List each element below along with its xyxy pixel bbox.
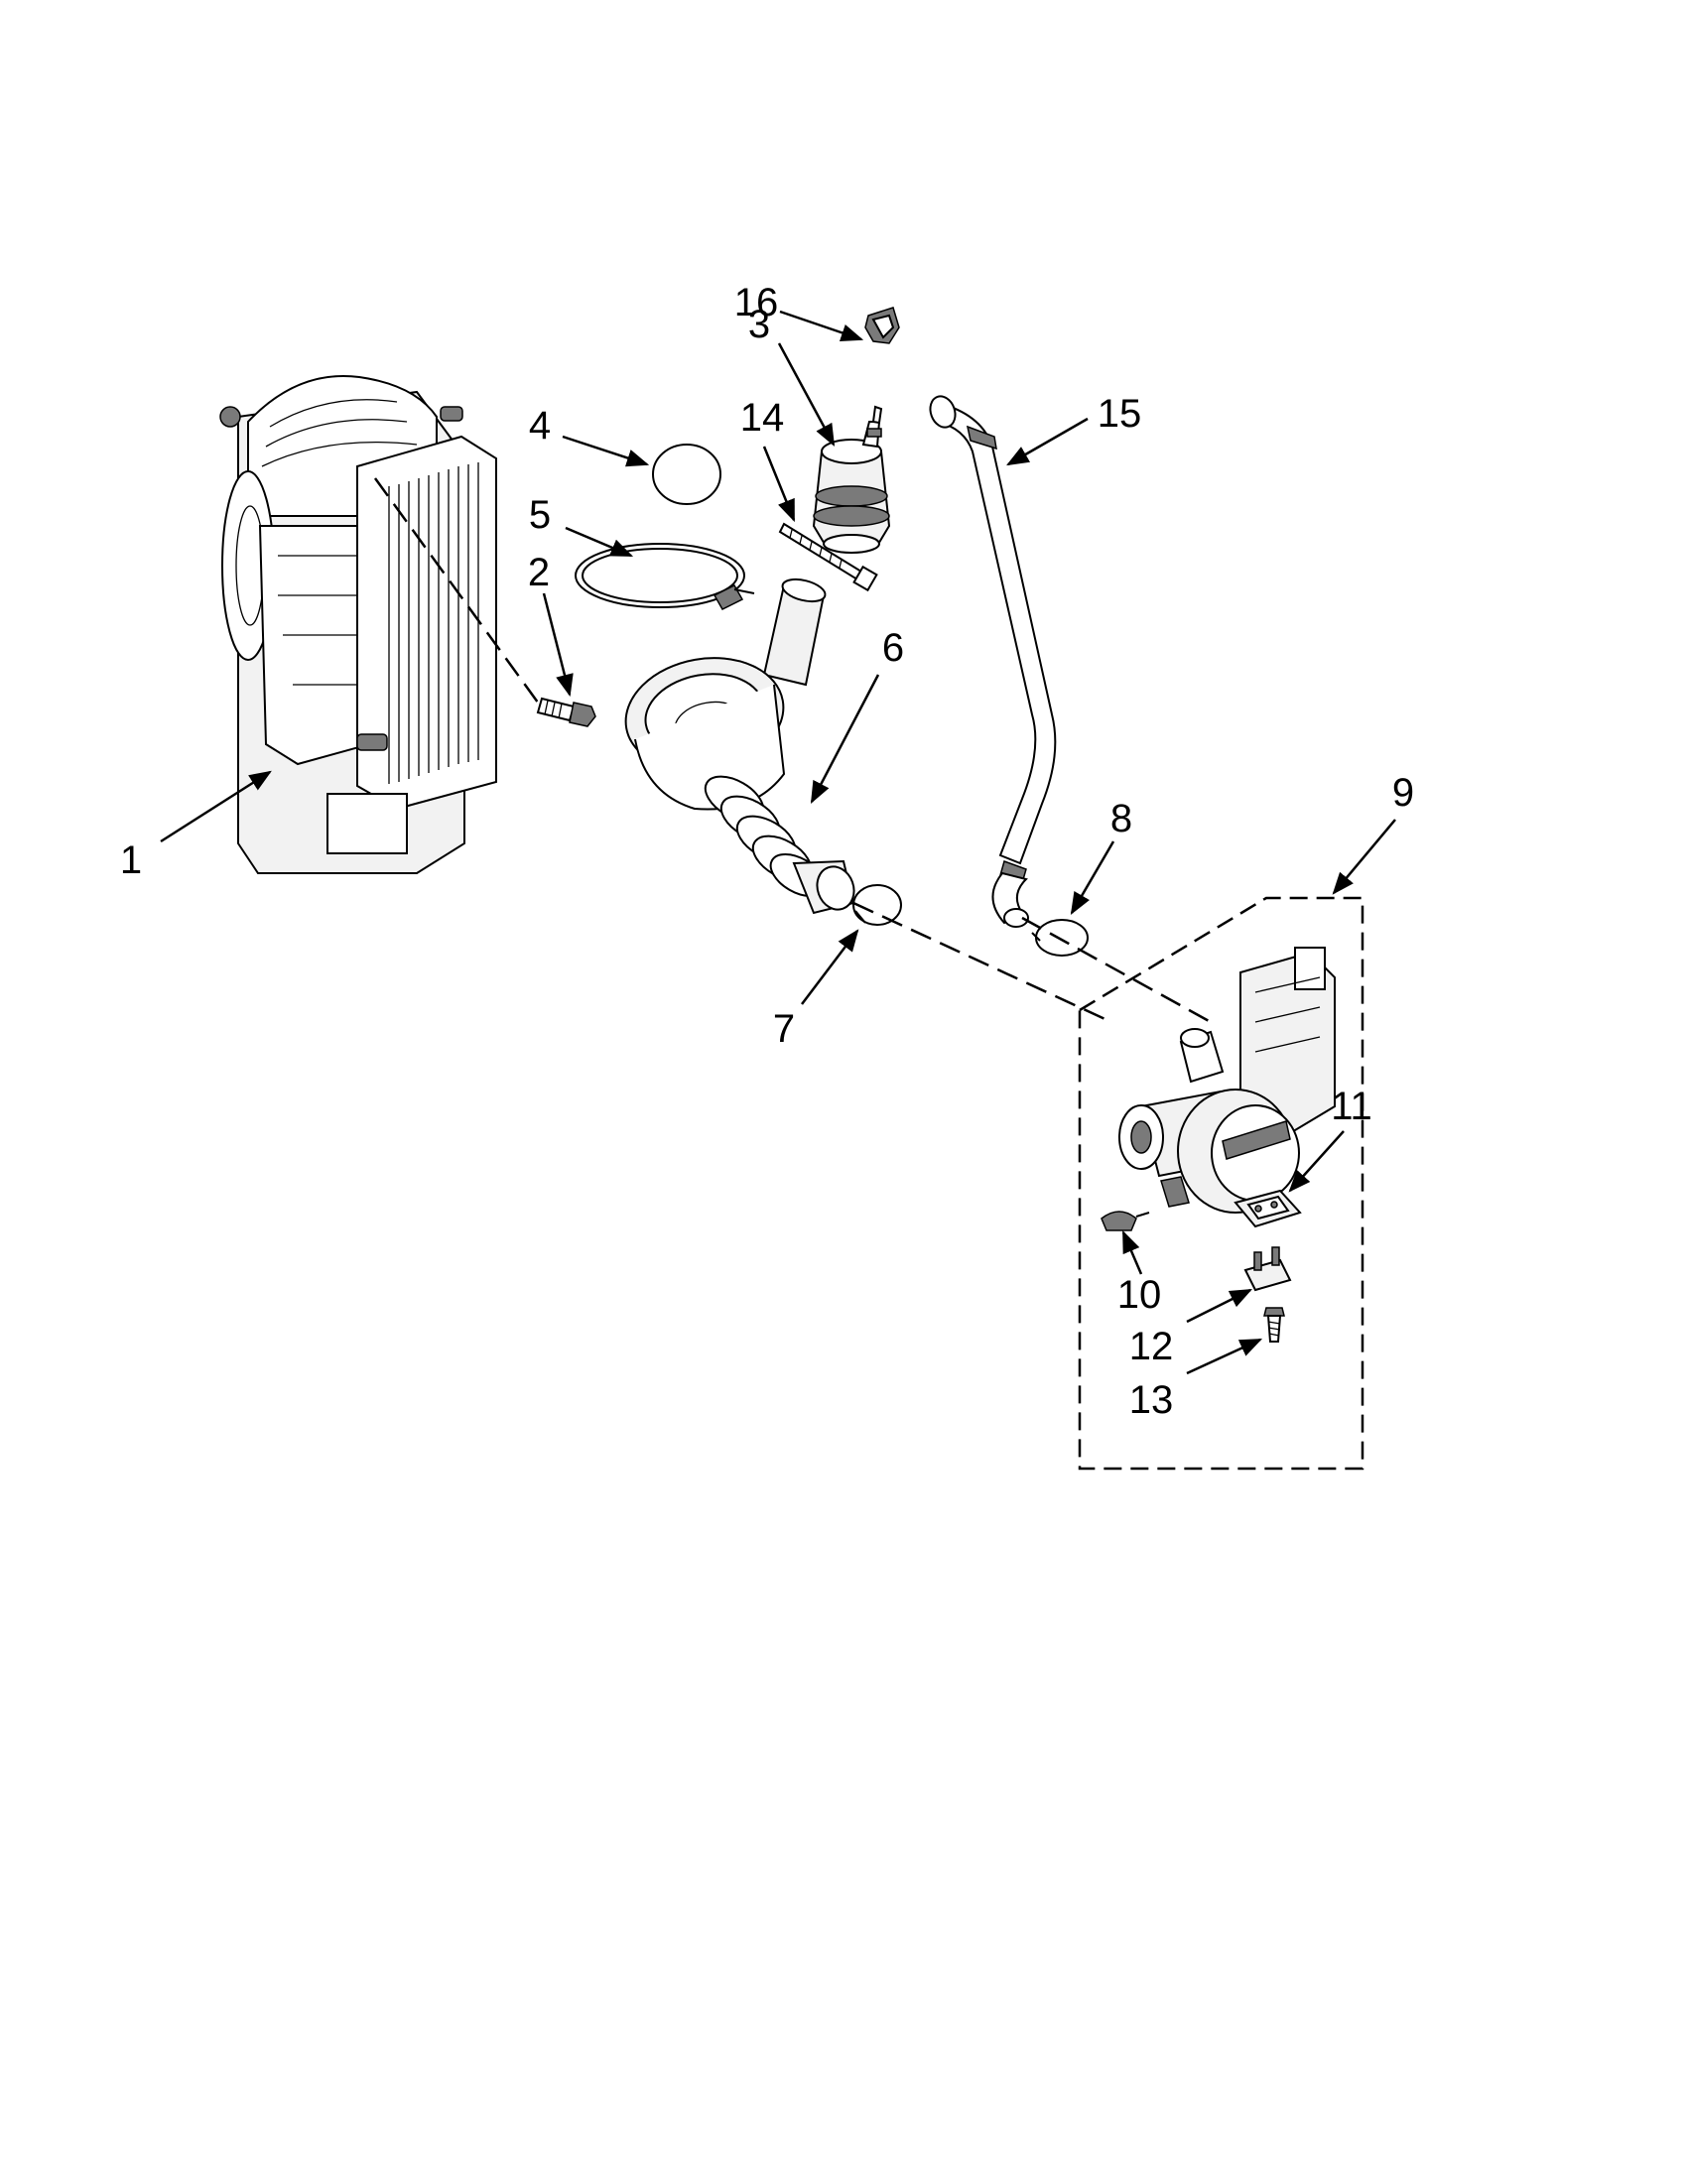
leader-11 [1288, 1130, 1345, 1193]
callout-4: 4 [529, 404, 551, 448]
part-1-motor [219, 375, 497, 874]
part-16-clip [864, 307, 900, 344]
part-8-hose-clamp [1031, 919, 1089, 957]
callout-7: 7 [773, 1007, 795, 1051]
part-5-hose-clamp [575, 543, 755, 610]
part-9-assembly-boundary [1078, 896, 1364, 1471]
part-7-hose-clamp [852, 884, 902, 926]
part-13-screw [1263, 1307, 1285, 1343]
callout-16: 16 [734, 281, 779, 324]
leader-13 [1186, 1338, 1263, 1375]
callout-10: 10 [1117, 1273, 1162, 1317]
callout-14: 14 [740, 396, 785, 440]
leader-8 [1070, 840, 1115, 915]
leader-15 [1006, 417, 1089, 466]
callout-15: 15 [1098, 392, 1142, 436]
part-14-cable-tie [778, 522, 878, 592]
assembly-line-sump-pump [852, 901, 1112, 1024]
callout-2: 2 [528, 551, 550, 594]
leader-2 [542, 592, 574, 698]
leader-16 [779, 310, 864, 341]
assembly-line-hose-pump [1021, 916, 1212, 1024]
leader-5 [565, 526, 634, 558]
part-15-drain-hose [929, 395, 1057, 928]
leader-4 [562, 435, 650, 467]
part-3-pressure-chamber [812, 405, 891, 554]
leader-10 [1121, 1229, 1143, 1275]
part-10-clip [1101, 1211, 1150, 1231]
callout-3: 3 [748, 303, 770, 346]
part-9-drain-pump [1118, 947, 1336, 1214]
callout-labels: 1 2 3 4 5 6 7 8 9 10 11 12 13 14 15 16 [120, 281, 1414, 1422]
leader-3 [777, 342, 836, 447]
assembly-line-motor-bolt [373, 477, 543, 707]
leader-12 [1186, 1288, 1253, 1324]
leader-14 [762, 446, 796, 523]
leader-6 [810, 674, 880, 804]
callout-12: 12 [1129, 1325, 1174, 1368]
part-6-sump-hose [624, 578, 855, 915]
callout-11: 11 [1331, 1085, 1372, 1128]
leader-9 [1332, 819, 1396, 895]
callout-1: 1 [120, 838, 142, 882]
part-11-gasket [1234, 1189, 1302, 1228]
leader-7 [801, 929, 859, 1005]
part-2-bolt [536, 697, 596, 727]
callout-8: 8 [1110, 797, 1132, 840]
leader-lines [160, 310, 1396, 1375]
part-12-bracket [1243, 1246, 1292, 1292]
callout-9: 9 [1392, 771, 1414, 815]
callout-5: 5 [529, 493, 551, 537]
callout-13: 13 [1129, 1378, 1174, 1422]
part-4-seal-ring [652, 444, 721, 505]
callout-6: 6 [882, 626, 904, 670]
leader-1 [160, 770, 272, 843]
